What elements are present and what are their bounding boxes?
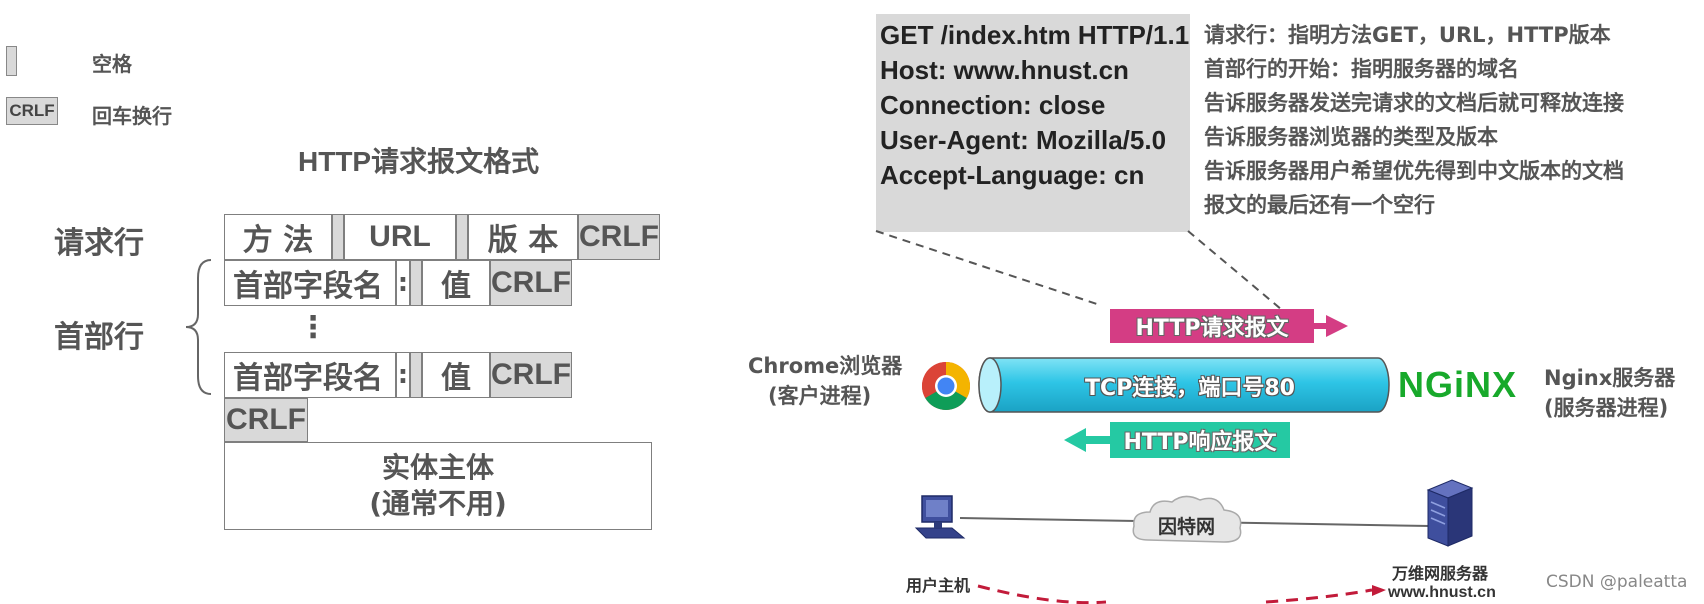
user-host-computer-icon xyxy=(914,495,966,539)
client-name: Chrome浏览器 xyxy=(748,354,903,378)
method-cell: 方 法 xyxy=(224,214,332,260)
description-empty-line: 报文的最后还有一个空行 xyxy=(1204,193,1435,217)
internet-cloud-icon xyxy=(1132,495,1242,543)
tcp-pipe xyxy=(978,357,1390,413)
field-name-cell-2: 首部字段名 xyxy=(224,352,396,398)
message-line-accept-language: Accept-Language: cn xyxy=(880,160,1145,190)
message-descriptions: 请求行：指明方法GET，URL，HTTP版本 首部行的开始：指明服务器的域名 告… xyxy=(1204,18,1624,222)
web-server-icon xyxy=(1426,479,1474,547)
tcp-connection-label: TCP连接，端口号80 xyxy=(1085,376,1295,401)
crlf-cell-request-line: CRLF xyxy=(578,214,660,260)
space-cell-3 xyxy=(410,260,422,306)
web-server-label: 万维网服务器 xyxy=(1392,564,1489,583)
header-lines-label: 首部行 xyxy=(54,320,144,355)
description-connection: 告诉服务器发送完请求的文档后就可释放连接 xyxy=(1204,91,1624,115)
url-cell: URL xyxy=(344,214,456,260)
crlf-cell-header-2: CRLF xyxy=(490,352,572,398)
space-cell-4 xyxy=(410,352,422,398)
format-title: HTTP请求报文格式 xyxy=(298,146,540,177)
header-brace xyxy=(185,259,212,395)
description-request-line: 请求行：指明方法GET，URL，HTTP版本 xyxy=(1204,23,1611,47)
entity-body: 实体主体 (通常不用) xyxy=(224,442,652,530)
request-message-box xyxy=(876,14,1190,232)
legend-crlf-label: 回车换行 xyxy=(92,104,172,128)
chrome-logo-icon xyxy=(921,362,971,411)
entity-body-note: (通常不用) xyxy=(369,487,507,520)
http-response-label: HTTP响应报文 xyxy=(1123,430,1277,455)
message-projection-lines xyxy=(875,230,1289,316)
request-line-label: 请求行 xyxy=(54,226,144,261)
message-line-connection: Connection: close xyxy=(880,90,1106,120)
colon-cell-1: : xyxy=(396,260,410,306)
server-role: (服务器进程) xyxy=(1544,396,1669,420)
http-request-label: HTTP请求报文 xyxy=(1135,316,1289,341)
legend-crlf-box: CRLF xyxy=(6,97,58,125)
crlf-cell-empty-line: CRLF xyxy=(224,398,308,442)
web-server-domain: www.hnust.cn xyxy=(1388,584,1496,601)
client-role: (客户进程) xyxy=(768,384,872,408)
entity-body-title: 实体主体 xyxy=(381,451,494,484)
http-request-pill: HTTP请求报文 xyxy=(1110,309,1314,343)
message-line-user-agent: User-Agent: Mozilla/5.0 xyxy=(880,125,1167,155)
header-ellipsis: ⋮ xyxy=(298,310,328,345)
user-host-label: 用户主机 xyxy=(906,576,971,595)
version-cell: 版 本 xyxy=(468,214,578,260)
description-host: 首部行的开始：指明服务器的域名 xyxy=(1204,57,1519,81)
description-user-agent: 告诉服务器浏览器的类型及版本 xyxy=(1204,125,1498,149)
field-name-cell-1: 首部字段名 xyxy=(224,260,396,306)
response-arrow-icon xyxy=(1064,428,1112,452)
crlf-cell-header-1: CRLF xyxy=(490,260,572,306)
space-cell-1 xyxy=(332,214,344,260)
request-arrow-icon xyxy=(1310,315,1348,337)
server-name: Nginx服务器 xyxy=(1544,366,1676,390)
legend-space-swatch xyxy=(6,46,17,76)
internet-label: 因特网 xyxy=(1158,516,1216,538)
value-cell-1: 值 xyxy=(422,260,490,306)
colon-cell-2: : xyxy=(396,352,410,398)
http-response-pill: HTTP响应报文 xyxy=(1110,422,1290,458)
watermark: CSDN @paleatta xyxy=(1546,572,1688,592)
bottom-dashed-arrow xyxy=(977,584,1386,604)
message-line-request: GET /index.htm HTTP/1.1 xyxy=(880,20,1190,50)
legend-space-label: 空格 xyxy=(92,52,132,76)
value-cell-2: 值 xyxy=(422,352,490,398)
space-cell-2 xyxy=(456,214,468,260)
message-line-host: Host: www.hnust.cn xyxy=(880,55,1129,85)
nginx-logo: NGiNX xyxy=(1398,364,1518,405)
request-message-lines: GET /index.htm HTTP/1.1 Host: www.hnust.… xyxy=(880,18,1189,193)
description-accept-language: 告诉服务器用户希望优先得到中文版本的文档 xyxy=(1204,159,1624,183)
